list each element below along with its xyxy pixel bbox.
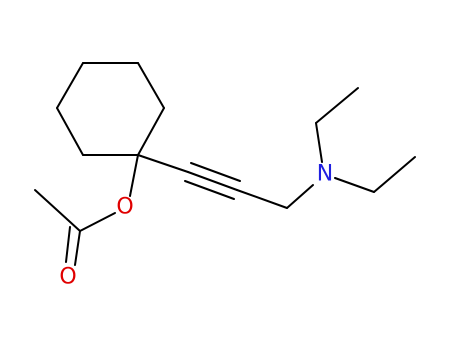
alkyne-chain <box>137 154 314 209</box>
ch2-n-bond <box>286 184 314 209</box>
ring-bond <box>137 107 165 156</box>
ethyl-upper-ch3-bond <box>315 87 359 124</box>
carbonyl-double-bond-1 <box>74 230 81 266</box>
atom-label-oxygen-ester: O <box>116 195 133 220</box>
oxygen-carbonyl-label: O <box>59 265 76 290</box>
ring-bond <box>56 62 84 109</box>
o-carbonyl-carbon-bond <box>79 212 116 232</box>
cyclohexane-ring <box>56 62 165 156</box>
acetate-group <box>34 189 116 266</box>
oxygen-ester-label: O <box>116 195 133 220</box>
ring-bond <box>137 62 165 109</box>
ring-bond <box>56 107 84 156</box>
methyl-bond <box>34 189 81 232</box>
single-bond-after-alkyne <box>236 189 288 209</box>
ethyl-right-ch3-bond <box>373 156 416 193</box>
triple-bond-line-3 <box>184 180 235 200</box>
n-ethyl-right-bond <box>334 177 375 193</box>
triple-bond-line-2 <box>190 162 241 182</box>
nitrogen-label: N <box>317 162 333 187</box>
triple-bond-line-1 <box>187 171 238 191</box>
diethylamino-group <box>315 87 416 193</box>
single-bond-to-alkyne <box>137 154 189 173</box>
atom-label-oxygen-carbonyl: O <box>59 265 76 290</box>
n-ethyl-upper-bond <box>315 122 323 163</box>
atom-label-nitrogen: N <box>317 162 333 187</box>
c-o-bond <box>129 154 139 197</box>
carbonyl-double-bond-2 <box>65 226 71 263</box>
